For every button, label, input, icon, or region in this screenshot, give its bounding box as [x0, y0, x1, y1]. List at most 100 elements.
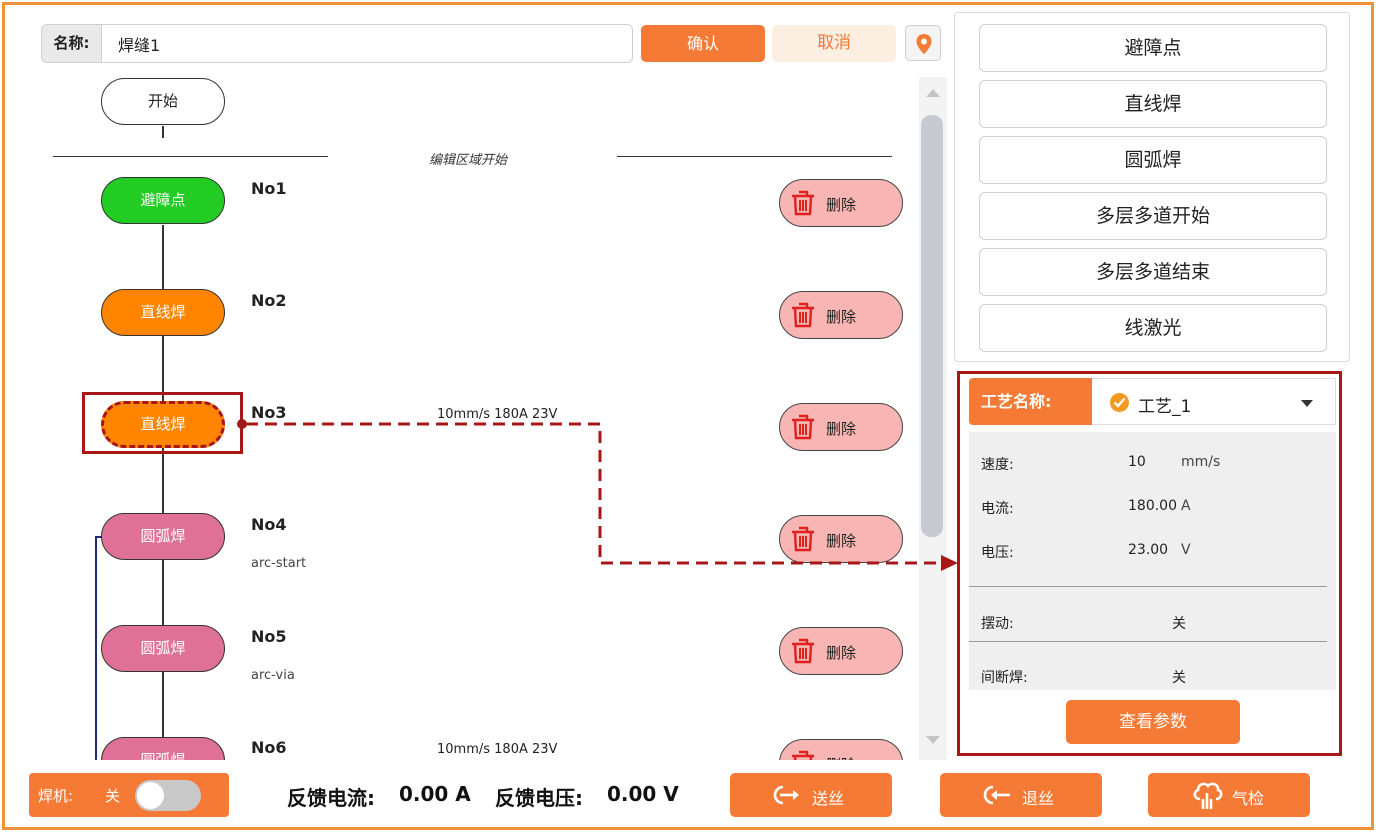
delete-button[interactable]: 删除	[779, 179, 903, 227]
feedback-voltage-value: 0.00 V	[607, 782, 679, 806]
step-node-2[interactable]: 直线焊	[101, 289, 225, 336]
intermittent-label: 间断焊:	[981, 670, 1028, 686]
wire-retract-icon	[983, 785, 1010, 805]
intermittent-value: 关	[1172, 670, 1186, 686]
palette-arc-weld-button[interactable]: 圆弧焊	[979, 136, 1327, 184]
flow-editor[interactable]: 开始 编辑区域开始 避障点 No1 删除 直线焊 No2 删除 直线焊 No3 …	[31, 77, 919, 760]
divider	[969, 586, 1327, 587]
step-node-3[interactable]: 直线焊	[101, 401, 225, 448]
connector-line	[162, 126, 164, 138]
feedback-current-label: 反馈电流:	[287, 786, 375, 810]
delete-label: 删除	[826, 754, 856, 760]
arc-group-bracket	[95, 536, 105, 760]
process-select[interactable]: 工艺_1	[1092, 378, 1336, 425]
step-params: 10mm/s 180A 23V	[437, 407, 558, 422]
step-node-4[interactable]: 圆弧焊	[101, 513, 225, 560]
step-node-5[interactable]: 圆弧焊	[101, 625, 225, 672]
divider-line	[53, 156, 328, 157]
step-subtype: arc-via	[251, 668, 295, 683]
edit-area-label: 编辑区域开始	[429, 153, 508, 168]
chevron-down-icon	[1301, 400, 1313, 407]
wire-retract-button[interactable]: 退丝	[940, 773, 1102, 817]
step-number: No1	[251, 179, 287, 198]
current-unit: A	[1181, 498, 1191, 514]
trash-icon	[792, 638, 814, 664]
weave-value: 关	[1172, 616, 1186, 632]
delete-button[interactable]: 删除	[779, 291, 903, 339]
step-node-1[interactable]: 避障点	[101, 177, 225, 224]
trash-icon	[792, 190, 814, 216]
element-palette: 避障点 直线焊 圆弧焊 多层多道开始 多层多道结束 线激光	[954, 12, 1350, 362]
gas-check-button[interactable]: 气检	[1148, 773, 1310, 817]
map-pin-icon	[916, 34, 932, 54]
delete-label: 删除	[826, 308, 857, 326]
palette-line-laser-button[interactable]: 线激光	[979, 304, 1327, 352]
delete-button[interactable]: 删除	[779, 739, 903, 760]
trash-icon	[792, 750, 814, 760]
feedback-current-value: 0.00 A	[399, 782, 471, 806]
name-input[interactable]	[104, 25, 624, 62]
delete-button[interactable]: 删除	[779, 403, 903, 451]
feedback-voltage-label: 反馈电压:	[495, 786, 583, 810]
current-label: 电流:	[981, 501, 1014, 517]
step-number: No5	[251, 627, 287, 646]
speed-value: 10	[1128, 454, 1146, 470]
speed-unit: mm/s	[1181, 454, 1221, 470]
process-panel: 工艺名称: 工艺_1 速度: 10 mm/s 电流: 180.00 A 电压: …	[957, 371, 1342, 756]
scroll-thumb[interactable]	[921, 115, 943, 537]
delete-label: 删除	[826, 644, 857, 662]
welder-label: 焊机:	[38, 787, 74, 805]
view-params-button[interactable]: 查看参数	[1066, 700, 1240, 744]
scroll-up-arrow[interactable]	[926, 89, 940, 97]
divider	[969, 641, 1327, 642]
trash-icon	[792, 526, 814, 552]
gas-check-label: 气检	[1232, 789, 1265, 808]
scroll-down-arrow[interactable]	[926, 736, 940, 744]
divider-line	[617, 156, 892, 157]
palette-linear-weld-button[interactable]: 直线焊	[979, 80, 1327, 128]
confirm-button[interactable]: 确认	[641, 25, 765, 62]
delete-button[interactable]: 删除	[779, 515, 903, 563]
weave-label: 摆动:	[981, 616, 1014, 632]
gas-cloud-icon	[1193, 782, 1223, 809]
step-number: No6	[251, 738, 287, 757]
step-number: No2	[251, 291, 287, 310]
palette-obstacle-button[interactable]: 避障点	[979, 24, 1327, 72]
voltage-label: 电压:	[981, 545, 1014, 561]
delete-label: 删除	[826, 420, 857, 438]
wire-feed-label: 送丝	[812, 789, 845, 808]
welder-state: 关	[105, 787, 121, 805]
speed-label: 速度:	[981, 457, 1014, 473]
voltage-unit: V	[1181, 542, 1191, 558]
step-subtype: arc-start	[251, 556, 307, 571]
current-value: 180.00	[1128, 498, 1177, 514]
trash-icon	[792, 302, 814, 328]
delete-label: 删除	[826, 196, 857, 214]
step-params: 10mm/s 180A 23V	[437, 742, 558, 757]
delete-label: 删除	[826, 532, 857, 550]
name-field-group: 名称:	[41, 24, 633, 63]
step-number: No3	[251, 403, 287, 422]
check-circle-icon	[1110, 393, 1129, 412]
start-node[interactable]: 开始	[101, 78, 225, 125]
step-number: No4	[251, 515, 287, 534]
location-button[interactable]	[905, 25, 941, 61]
cancel-button[interactable]: 取消	[772, 25, 896, 62]
wire-retract-label: 退丝	[1022, 789, 1055, 808]
flow-scrollbar[interactable]	[919, 77, 947, 760]
palette-multilayer-start-button[interactable]: 多层多道开始	[979, 192, 1327, 240]
welder-toggle[interactable]	[135, 780, 201, 811]
welder-switch-group: 焊机: 关	[29, 773, 229, 817]
process-selected-value: 工艺_1	[1138, 397, 1192, 417]
wire-feed-button[interactable]: 送丝	[730, 773, 892, 817]
voltage-value: 23.00	[1128, 542, 1169, 558]
connector-line	[162, 225, 164, 760]
delete-button[interactable]: 删除	[779, 627, 903, 675]
process-params: 速度: 10 mm/s 电流: 180.00 A 电压: 23.00 V 摆动:…	[969, 432, 1336, 690]
trash-icon	[792, 414, 814, 440]
palette-multilayer-end-button[interactable]: 多层多道结束	[979, 248, 1327, 296]
process-name-label: 工艺名称:	[969, 378, 1092, 425]
wire-feed-icon	[773, 785, 799, 805]
